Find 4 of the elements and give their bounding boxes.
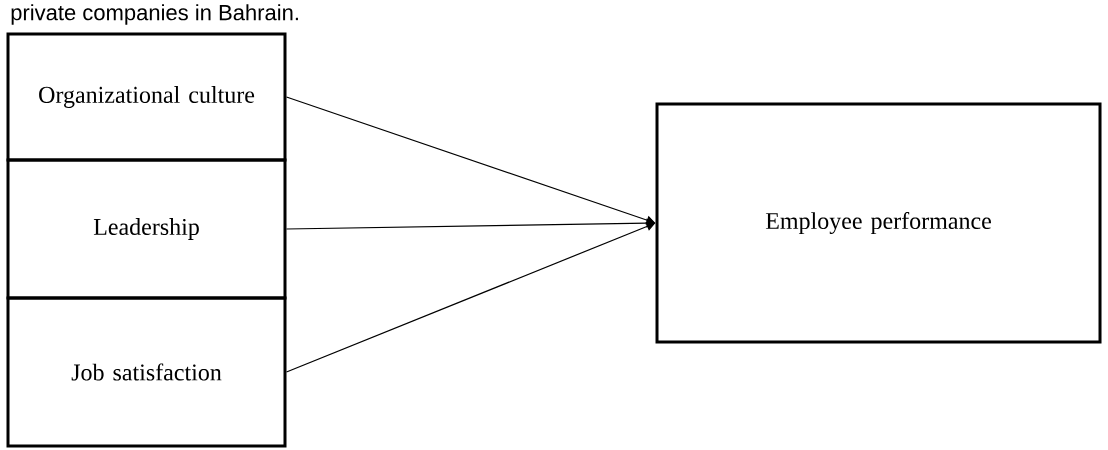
box: Leadership <box>6 158 287 300</box>
box: Employee performance <box>655 102 1102 344</box>
box: Job satisfaction <box>6 296 287 448</box>
box: Organizational culture <box>6 32 287 162</box>
